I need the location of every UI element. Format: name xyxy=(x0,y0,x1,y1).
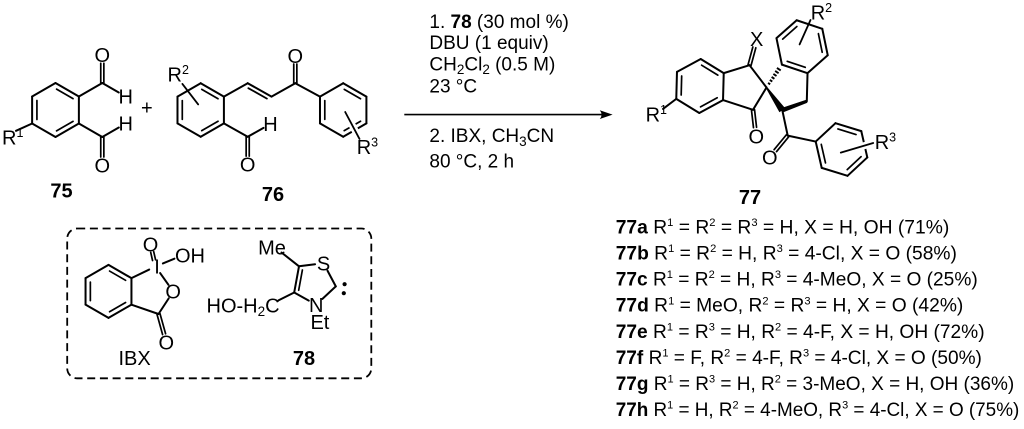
svg-text:R3​: R3​ xyxy=(875,130,896,153)
svg-text:IBX: IBX xyxy=(118,348,150,370)
svg-text:76: 76 xyxy=(262,184,284,206)
svg-text:O: O xyxy=(95,45,111,67)
svg-text:H: H xyxy=(118,87,132,109)
svg-text:O: O xyxy=(762,147,778,169)
svg-text:80 °C, 2 h: 80 °C, 2 h xyxy=(429,152,514,173)
svg-text:O: O xyxy=(749,126,765,148)
svg-text:R2​: R2​ xyxy=(811,1,832,24)
svg-text:77h R1​ = H, R2​ = 4-MeO, R3​: 77h R1​ = H, R2​ = 4-MeO, R3​ = 4-Cl, X … xyxy=(616,400,1020,421)
svg-text:HO-H2​C: HO-H2​C xyxy=(207,295,280,319)
svg-text:R3​: R3​ xyxy=(357,136,378,159)
svg-text:77a R1​ = R2​ = R3​ = H, X = H: 77a R1​ = R2​ = R3​ = H, X = H, OH (71%) xyxy=(616,217,950,238)
svg-text:O: O xyxy=(288,46,304,68)
svg-text:1. 78 (30 mol %): 1. 78 (30 mol %) xyxy=(429,12,568,33)
svg-text:S: S xyxy=(317,253,330,275)
svg-text:H: H xyxy=(118,114,132,136)
svg-text:75: 75 xyxy=(50,180,72,202)
svg-text:O: O xyxy=(240,155,256,177)
svg-text:77b R1​ = R2​ = H, R3​ = 4-Cl,: 77b R1​ = R2​ = H, R3​ = 4-Cl, X = O (58… xyxy=(616,243,957,264)
svg-text:X: X xyxy=(750,29,763,51)
svg-text:Me: Me xyxy=(258,238,286,260)
svg-text:R1​: R1​ xyxy=(646,103,667,126)
svg-text:CH2​Cl2​ (0.5 M): CH2​Cl2​ (0.5 M) xyxy=(429,55,555,78)
svg-text:N: N xyxy=(309,295,323,317)
svg-text:77e R1​ = R3​ = H, R2​ = 4-F,: 77e R1​ = R3​ = H, R2​ = 4-F, X = H, OH … xyxy=(616,321,985,342)
svg-text:77: 77 xyxy=(739,187,761,209)
svg-text:O: O xyxy=(159,332,175,354)
svg-text:77f R1​ = F, R2​ = 4-F, R3​ =: 77f R1​ = F, R2​ = 4-F, R3​ = 4-Cl, X = … xyxy=(616,348,982,369)
svg-text:R2​: R2​ xyxy=(168,63,189,86)
svg-text:O: O xyxy=(95,155,111,177)
svg-text:23 °C: 23 °C xyxy=(429,77,477,98)
svg-text:77c R1​ = R2​ = H, R3​ = 4-MeO: 77c R1​ = R2​ = H, R3​ = 4-MeO, X = O (2… xyxy=(616,269,978,290)
svg-text:78: 78 xyxy=(293,348,315,370)
svg-text:O: O xyxy=(143,235,159,257)
svg-text:OH: OH xyxy=(175,246,205,268)
svg-text:77g R1​ = R3​ = H, R2​ = 3-MeO: 77g R1​ = R3​ = H, R2​ = 3-MeO, X = H, O… xyxy=(616,374,1015,395)
svg-text:DBU (1 equiv): DBU (1 equiv) xyxy=(429,33,548,54)
svg-text:Et: Et xyxy=(310,312,329,334)
svg-text:H: H xyxy=(263,114,277,136)
svg-text:+: + xyxy=(141,97,153,119)
svg-text:R1​: R1​ xyxy=(2,126,23,149)
svg-text:2. IBX, CH3​CN: 2. IBX, CH3​CN xyxy=(429,126,554,149)
svg-text:O: O xyxy=(165,282,181,304)
svg-text:77d R1​ = MeO, R2​ = R3​ = H,: 77d R1​ = MeO, R2​ = R3​ = H, X = O (42%… xyxy=(616,295,964,316)
svg-text:I: I xyxy=(154,257,160,279)
